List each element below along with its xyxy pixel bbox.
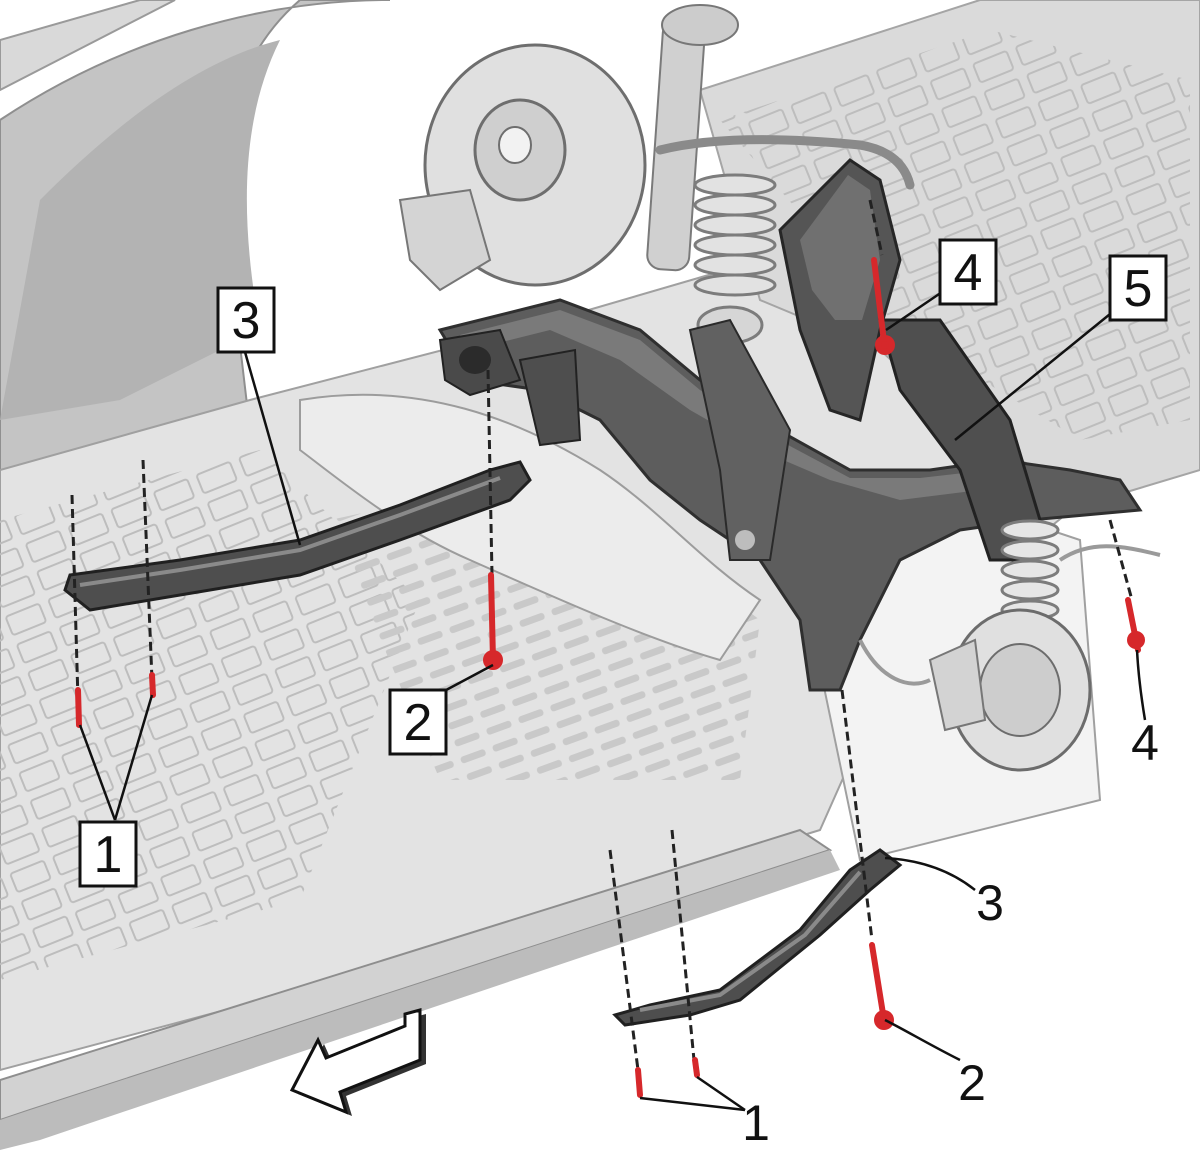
callout-box-2-label: 2 bbox=[404, 694, 433, 752]
rocker-sill-lower bbox=[0, 850, 840, 1150]
bolt-2-upper bbox=[488, 572, 496, 663]
callout-box-1: 1 bbox=[78, 820, 138, 888]
brake-line bbox=[858, 639, 931, 686]
subframe-highlight bbox=[460, 310, 990, 500]
bolts bbox=[75, 257, 1145, 1098]
right-floor-grid bbox=[720, 30, 1190, 440]
shock-top-mount bbox=[661, 4, 739, 46]
upper-rail bbox=[0, 0, 176, 92]
bolt-1d bbox=[692, 1057, 700, 1078]
rear-knuckle bbox=[928, 638, 987, 732]
lateral-link bbox=[878, 318, 1042, 562]
subframe-center-bracket bbox=[518, 348, 582, 447]
leader-lines bbox=[78, 288, 1147, 1112]
front-direction-arrow-icon bbox=[289, 1008, 426, 1116]
reinforcement-bar-installed bbox=[63, 460, 532, 612]
upper-control-arm-face bbox=[800, 175, 880, 320]
callout-plain-2: 2 bbox=[958, 1055, 986, 1111]
lower-coil-spring bbox=[1000, 519, 1060, 621]
bolt-4-upper bbox=[871, 257, 888, 353]
rear-subframe bbox=[437, 158, 1143, 692]
callout-plain-4: 4 bbox=[1131, 715, 1159, 771]
callout-box-1-label: 1 bbox=[94, 826, 123, 884]
callout-box-3-label: 3 bbox=[232, 292, 261, 350]
callout-box-4: 4 bbox=[938, 238, 998, 306]
callout-box-4-label: 4 bbox=[954, 244, 983, 302]
brake-disc-center bbox=[498, 126, 532, 164]
lower-brake-assembly bbox=[858, 519, 1161, 772]
brake-caliper bbox=[398, 188, 492, 292]
callout-box-2: 2 bbox=[388, 688, 448, 756]
callout-plain-3: 3 bbox=[976, 875, 1004, 931]
stabilizer-bar bbox=[655, 135, 915, 190]
bolt-guides bbox=[70, 199, 1134, 1071]
callout-box-5-label: 5 bbox=[1124, 260, 1153, 318]
left-wheel-arch-inner bbox=[0, 40, 280, 420]
callout-box-5: 5 bbox=[1108, 254, 1168, 322]
bolt-2-lower bbox=[869, 942, 887, 1023]
callout-box-3: 3 bbox=[216, 286, 276, 354]
upper-brake-assembly bbox=[398, 4, 915, 345]
callout-plain-1: 1 bbox=[742, 1095, 770, 1151]
plain-callouts: 4 3 2 1 bbox=[742, 715, 1159, 1151]
boxed-callouts: 3 2 1 4 5 bbox=[78, 238, 1168, 888]
bolt-1a bbox=[75, 687, 82, 728]
subframe-lower-tower bbox=[688, 318, 792, 561]
bolt-1b bbox=[149, 672, 156, 698]
bolt-1c bbox=[635, 1067, 643, 1098]
brake-line-right bbox=[1058, 544, 1161, 562]
